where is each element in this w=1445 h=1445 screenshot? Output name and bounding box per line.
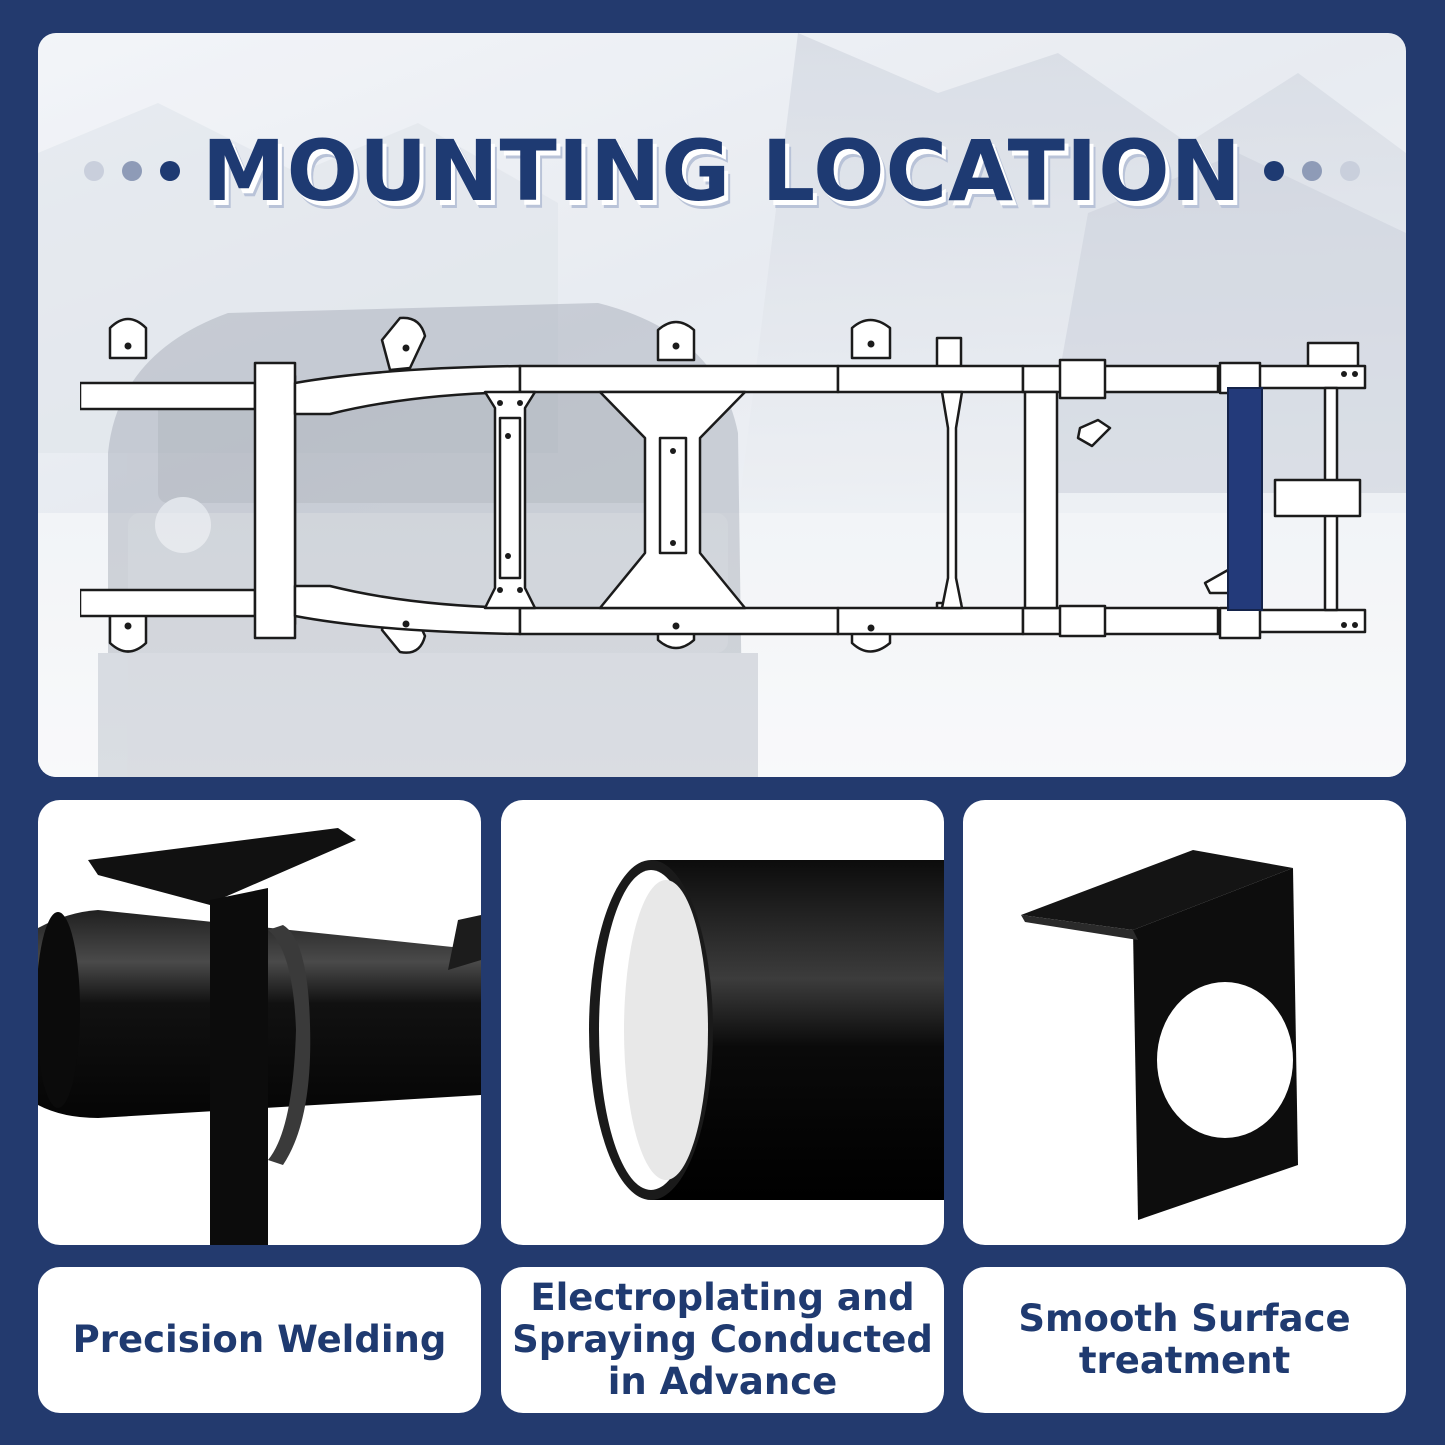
coated-tube-end-image (589, 860, 944, 1200)
feature-label-card-2: Electroplating and Spraying Conducted in… (501, 1267, 944, 1413)
highlighted-crossmember-part (1227, 387, 1263, 611)
right-decorative-dots (1263, 161, 1360, 181)
truck-frame-diagram (80, 316, 1367, 654)
welded-tube-bracket-image (38, 828, 481, 1245)
smooth-surface-photo (963, 800, 1406, 1245)
mounting-location-panel: MOUNTING LOCATION (38, 33, 1406, 777)
precision-welding-photo (38, 800, 481, 1245)
feature-label-precision-welding: Precision Welding (72, 1318, 447, 1362)
feature-label-smooth-surface: Smooth Surface treatment (1018, 1297, 1351, 1382)
feature-label-card-3: Smooth Surface treatment (963, 1267, 1406, 1413)
page-title: MOUNTING LOCATION (202, 122, 1242, 220)
feature-label-electroplating: Electroplating and Spraying Conducted in… (512, 1276, 933, 1403)
left-decorative-dots (84, 161, 181, 181)
title-row: MOUNTING LOCATION (38, 121, 1406, 221)
angle-bracket-plate-image (1021, 850, 1298, 1220)
electroplated-tube-photo (501, 800, 944, 1245)
feature-label-card-1: Precision Welding (38, 1267, 481, 1413)
